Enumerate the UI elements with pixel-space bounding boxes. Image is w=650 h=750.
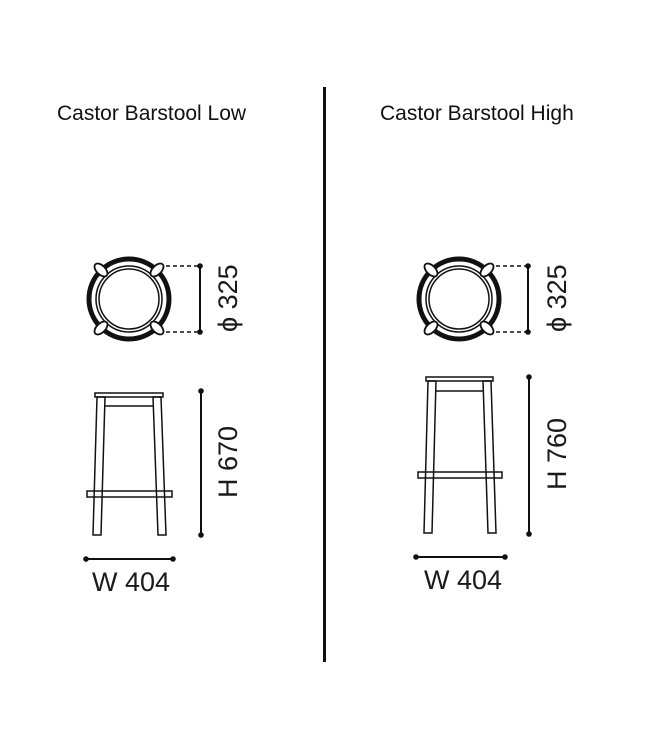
left-width-label: W 404 [92, 567, 170, 597]
left-side-view-stool-icon [86, 392, 173, 536]
right-side-view-stool-icon [417, 376, 503, 534]
right-top-view-seat-icon [416, 256, 531, 342]
right-diameter-label: ϕ 325 [542, 264, 572, 332]
left-height-label: H 670 [213, 426, 243, 498]
right-width-label: W 404 [424, 565, 502, 595]
right-product-title: Castor Barstool High [380, 102, 574, 125]
left-height-dimension-line [198, 388, 204, 538]
right-height-dimension-line [526, 374, 532, 537]
right-width-dimension-line [413, 554, 508, 560]
left-product-title: Castor Barstool Low [57, 102, 247, 125]
left-diameter-label: ϕ 325 [213, 264, 243, 332]
center-divider [323, 87, 326, 662]
right-height-label: H 760 [542, 418, 572, 490]
left-top-view-seat-icon [86, 256, 203, 342]
left-width-dimension-line [83, 556, 176, 562]
